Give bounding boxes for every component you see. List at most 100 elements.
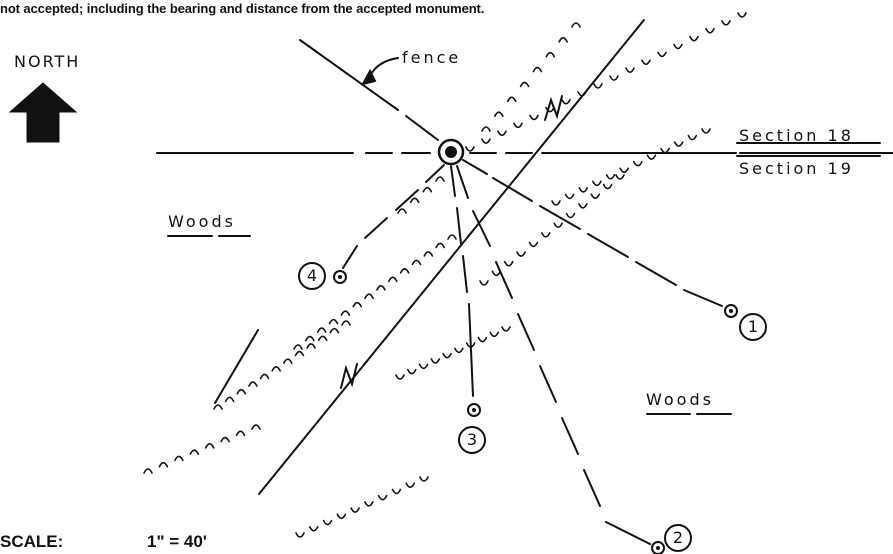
brush-mark: [189, 449, 200, 455]
brush-mark: [395, 374, 405, 380]
brush-mark: [553, 222, 563, 228]
brush-mark: [236, 388, 247, 395]
road-lines: [214, 19, 645, 495]
brush-mark: [701, 128, 711, 134]
brush-mark: [377, 494, 388, 501]
brush-mark: [308, 525, 319, 532]
callout-circle-3: [458, 426, 486, 454]
brush-mark: [364, 501, 374, 507]
brush-mark: [481, 126, 491, 132]
fence-label: fence: [402, 48, 462, 67]
brush-mark: [494, 111, 504, 117]
brush-mark: [235, 430, 246, 437]
brush-mark: [481, 138, 491, 144]
brush-mark: [541, 232, 551, 238]
brush-mark: [248, 381, 258, 387]
brush-mark: [673, 141, 684, 147]
brush-mark: [545, 51, 556, 58]
monument-1-marker: [724, 304, 738, 318]
brush-mark: [419, 476, 429, 482]
brush-mark: [673, 43, 683, 50]
brush-mark: [352, 301, 363, 308]
section-upper-label: Section 18: [739, 126, 854, 145]
brush-mark: [454, 347, 464, 354]
brush-mark: [529, 114, 539, 121]
brush-mark: [609, 75, 619, 81]
brush-mark: [442, 352, 452, 359]
brush-mark: [316, 327, 327, 333]
monument-2-marker: [651, 541, 665, 554]
brush-mark: [506, 96, 517, 103]
brush-mark: [465, 342, 476, 348]
brush-mark: [306, 343, 316, 349]
brush-mark: [271, 366, 281, 372]
monument-1-label: 1: [747, 317, 759, 336]
brush-mark: [399, 268, 410, 274]
header-note: not accepted; including the bearing and …: [0, 1, 485, 16]
brush-mark: [479, 280, 489, 286]
brush-mark: [322, 519, 333, 526]
callout-circle-1: [739, 313, 767, 341]
north-label: NORTH: [14, 52, 81, 71]
brush-mark: [561, 98, 571, 105]
brush-mark: [317, 335, 328, 342]
brush-mark: [615, 174, 625, 180]
brush-mark: [501, 326, 511, 332]
brush-mark: [411, 259, 422, 266]
tie-line-3: [450, 165, 474, 397]
brush-mark: [565, 212, 576, 219]
brush-mark: [737, 12, 747, 18]
brush-mark: [430, 358, 441, 364]
monument-3-label: 3: [466, 430, 478, 449]
brush-mark: [477, 336, 488, 343]
brush-mark: [387, 276, 398, 283]
brush-mark: [687, 134, 698, 141]
brush-mark: [340, 310, 351, 316]
brush-mark: [305, 335, 315, 342]
brush-mark: [545, 106, 555, 113]
brush-mark: [590, 193, 601, 200]
brush-mark: [705, 27, 715, 34]
brush-mark: [418, 363, 429, 370]
north-arrow-icon: [8, 82, 78, 143]
brush-mark: [503, 260, 514, 267]
brush-mark: [528, 241, 539, 248]
brush-mark: [350, 507, 360, 513]
brush-mark: [689, 35, 699, 42]
fence-line: [299, 39, 439, 141]
callout-circle-4: [298, 262, 326, 290]
brush-mark: [646, 154, 657, 160]
brush-mark: [491, 270, 502, 277]
brush-mark: [619, 167, 629, 174]
brush-mark: [519, 81, 530, 88]
brush-mark: [435, 242, 445, 249]
brush-mark: [391, 488, 402, 495]
brush-mark: [558, 37, 568, 43]
monument-4-marker: [333, 270, 347, 284]
brush-mark: [571, 22, 581, 28]
brush-mark: [409, 197, 420, 204]
brush-mark: [220, 436, 230, 443]
woods-left-label: Woods: [168, 212, 236, 231]
brush-mark: [294, 350, 305, 357]
brush-mark: [605, 174, 616, 180]
brush-mark: [641, 59, 651, 66]
brush-mark: [329, 327, 340, 334]
brush-mark: [625, 67, 635, 73]
brush-mark: [174, 455, 184, 462]
brush-mark: [336, 513, 347, 520]
brush-mark: [213, 404, 223, 410]
brush-mark: [513, 122, 523, 129]
scale-value: 1" = 40': [147, 532, 207, 551]
brush-mark: [465, 146, 475, 152]
brush-mark: [259, 373, 270, 380]
brush-mark: [283, 358, 293, 364]
brush-mark: [406, 368, 417, 375]
brush-mark: [422, 186, 433, 193]
brush-mark: [497, 130, 507, 137]
brush-mark: [224, 396, 235, 403]
brush-mark: [158, 461, 169, 468]
monument-3-marker: [467, 403, 481, 417]
